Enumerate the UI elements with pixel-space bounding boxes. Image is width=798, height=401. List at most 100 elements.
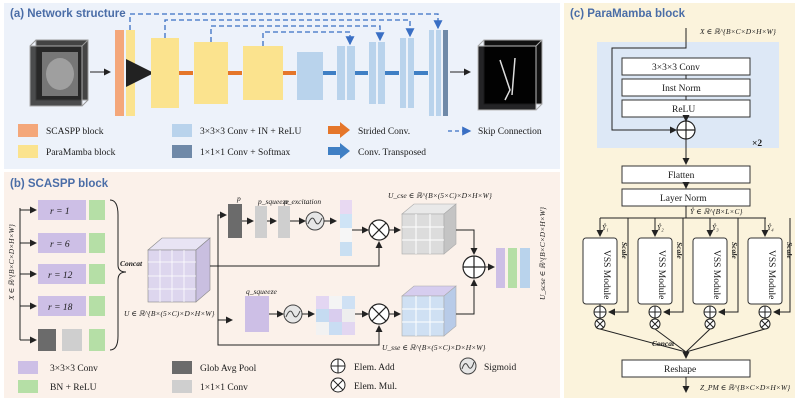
sse-to-add bbox=[456, 279, 478, 315]
c-branch-label-2: Ŷ₂ bbox=[657, 222, 664, 232]
legend-swatch-scaspp bbox=[18, 124, 38, 137]
concat-brace bbox=[109, 199, 127, 351]
decoder-bar-3b bbox=[408, 38, 414, 108]
out-scse-block bbox=[520, 248, 530, 288]
p-excitation-block bbox=[278, 206, 290, 238]
c-branch-3: Ŷ₃ VSS Module Scale bbox=[692, 218, 739, 330]
rate-1: r = 1 bbox=[50, 207, 70, 217]
sigmoid-curve-2 bbox=[285, 310, 301, 318]
skip-connections bbox=[129, 13, 443, 46]
paramamba-bar-2 bbox=[151, 38, 179, 108]
legend-b-conv1: 1×1×1 Conv bbox=[200, 383, 248, 393]
c-reshape-label: Reshape bbox=[664, 365, 696, 375]
legend-swatch-paramamba bbox=[18, 145, 38, 158]
legend-swatch-conv3-b bbox=[18, 361, 38, 374]
legend-swatch-gap bbox=[172, 361, 192, 374]
c-y-label: Ŷ ∈ ℝ^{B×L×C} bbox=[690, 206, 742, 216]
u-to-mul-2 bbox=[217, 320, 383, 346]
cse-to-add bbox=[456, 229, 478, 255]
decoder-bar-1a bbox=[337, 46, 345, 100]
out-bn-block bbox=[508, 248, 517, 288]
q-squeeze-block bbox=[245, 296, 269, 332]
sigmoid-curve-1 bbox=[307, 217, 323, 225]
gap-block bbox=[228, 204, 242, 238]
u-sse-label: U_sse ∈ ℝ^{B×(5×C)×D×H×W} bbox=[382, 343, 485, 352]
c-scale-label-2: Scale bbox=[675, 242, 684, 259]
u-sse-cube bbox=[401, 285, 457, 337]
p-label: p bbox=[236, 194, 241, 203]
c-vss-box-4 bbox=[747, 237, 783, 305]
u-label: U ∈ ℝ^{B×(5×C)×D×H×W} bbox=[124, 309, 215, 318]
mul-cross-2 bbox=[371, 306, 387, 322]
legend-conv3: 3×3×3 Conv + IN + ReLU bbox=[200, 127, 302, 137]
u-scse-label: U_scse ∈ ℝ^{B×C×D×H×W} bbox=[538, 207, 547, 300]
c-concat-lines bbox=[599, 328, 766, 353]
decoder-bar-4b bbox=[436, 30, 441, 116]
add-cross bbox=[463, 256, 485, 278]
c-add-cross bbox=[677, 121, 695, 139]
q-squeeze-label: q_squeeze bbox=[246, 287, 277, 296]
c-branch-label-4: Ŷ₄ bbox=[767, 222, 774, 232]
c-branch-label-1: Ŷ₁ bbox=[602, 222, 609, 232]
scaspp-input-label: X ∈ ℝ^{B×C×D×H×W} bbox=[7, 224, 16, 301]
legend-conv1: 1×1×1 Conv + Softmax bbox=[200, 147, 290, 158]
cse-path bbox=[210, 211, 227, 267]
c-vss-box-2 bbox=[637, 237, 673, 305]
legend-swatch-conv1-b bbox=[172, 380, 192, 393]
p-squeeze-block bbox=[255, 206, 267, 238]
u-cse-cube bbox=[401, 203, 457, 255]
c-input-label: X ∈ ℝ^{B×C×D×H×W} bbox=[699, 27, 776, 36]
paramamba-bar-3 bbox=[194, 42, 228, 104]
panel-a-title: (a) Network structure bbox=[10, 8, 126, 20]
paramamba-bar-1 bbox=[126, 30, 135, 116]
rate-18: r = 18 bbox=[48, 303, 73, 313]
input-volume bbox=[29, 39, 89, 107]
concat-label: Concat bbox=[120, 259, 143, 268]
c-times-label: ×2 bbox=[752, 139, 762, 149]
bottleneck-conv bbox=[297, 52, 323, 100]
decoder-bar-3a bbox=[400, 38, 406, 108]
c-scale-label-1: Scale bbox=[620, 242, 629, 259]
legend-skip: Skip Connection bbox=[478, 127, 542, 137]
legend-add-cross bbox=[331, 359, 345, 373]
p-excitation-label: p_excitation bbox=[283, 197, 321, 206]
decoder-bar-2b bbox=[378, 42, 385, 104]
panel-a-legend: SCASPP block ParaMamba block 3×3×3 Conv … bbox=[18, 122, 542, 159]
panel-b-title: (b) SCASPP block bbox=[10, 178, 109, 190]
c-relu-label: ReLU bbox=[672, 105, 695, 115]
legend-b-sigmoid: Sigmoid bbox=[484, 363, 516, 373]
decoder-bar-1b bbox=[347, 46, 355, 100]
legend-transposed: Conv. Transposed bbox=[358, 148, 426, 158]
u-to-mul-1 bbox=[218, 241, 383, 267]
panel-c-title: (c) ParaMamba block bbox=[570, 8, 686, 20]
legend-b-conv3: 3×3×3 Conv bbox=[50, 364, 98, 374]
legend-strided-icon bbox=[328, 122, 350, 138]
u-cube bbox=[147, 237, 211, 303]
legend-swatch-conv3 bbox=[172, 124, 192, 137]
c-branch-2: Ŷ₂ VSS Module Scale bbox=[637, 218, 684, 330]
legend-transposed-icon bbox=[328, 143, 350, 159]
rate-rows: r = 1 r = 6 r = 12 r = 18 bbox=[20, 200, 105, 351]
legend-mul-cross bbox=[332, 379, 344, 391]
legend-paramamba: ParaMamba block bbox=[46, 148, 116, 158]
c-vss-box-3 bbox=[692, 237, 728, 305]
legend-b-add: Elem. Add bbox=[354, 363, 395, 373]
c-output-label: Z_PM ∈ ℝ^{B×C×D×H×W} bbox=[700, 383, 790, 392]
c-residual-path bbox=[611, 42, 687, 134]
sse-spatial-map bbox=[316, 296, 355, 335]
legend-b-bn: BN + ReLU bbox=[50, 383, 97, 393]
c-branch-1: Ŷ₁ VSS Module Scale bbox=[582, 217, 629, 330]
rate-6: r = 6 bbox=[50, 240, 70, 250]
mul-cross-1 bbox=[371, 222, 387, 238]
legend-swatch-conv1 bbox=[172, 145, 192, 158]
decoder-bar-2a bbox=[369, 42, 376, 104]
panel-b-legend: 3×3×3 Conv BN + ReLU Glob Avg Pool 1×1×1… bbox=[18, 357, 516, 393]
softmax-bar bbox=[443, 30, 448, 116]
legend-scaspp: SCASPP block bbox=[46, 127, 104, 137]
c-conv-label: 3×3×3 Conv bbox=[652, 63, 700, 73]
c-layer-norm-label: Layer Norm bbox=[660, 194, 707, 204]
c-vss-label-2: VSS Module bbox=[656, 250, 666, 299]
legend-sigmoid-curve bbox=[461, 361, 475, 370]
c-concat-label: Concat bbox=[652, 339, 675, 348]
scaspp-block-bar bbox=[115, 30, 124, 116]
